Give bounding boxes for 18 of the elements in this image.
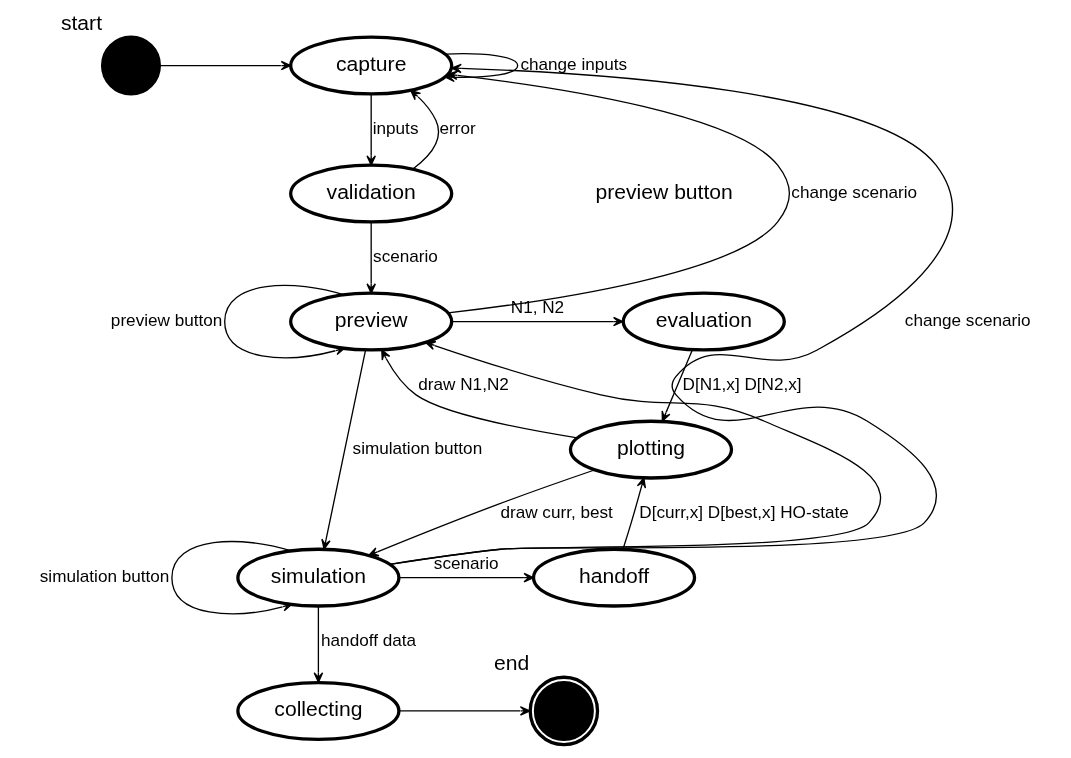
edge-label: D[N1,x] D[N2,x]: [682, 374, 802, 395]
edge-label: change scenario: [904, 310, 1031, 331]
node-label: end: [494, 651, 530, 675]
edge-label: draw N1,N2: [418, 374, 509, 395]
edge-label: error: [439, 118, 476, 139]
edge-label: draw curr, best: [500, 502, 613, 523]
edge-label: preview button: [110, 310, 223, 331]
edge-label: scenario: [373, 246, 438, 267]
label: preview button: [595, 179, 733, 203]
edge-label: scenario: [433, 552, 499, 573]
edge-label: simulation button: [352, 438, 483, 459]
edge-label: D[curr,x] D[best,x] HO-state: [639, 502, 849, 523]
node-label: start: [60, 11, 103, 35]
edge-label: change inputs: [520, 54, 628, 75]
edge-label: handoff data: [321, 630, 417, 651]
edge-label: simulation button: [39, 566, 170, 587]
edge-label: inputs: [372, 118, 419, 139]
edge-label: change scenario: [791, 182, 918, 203]
